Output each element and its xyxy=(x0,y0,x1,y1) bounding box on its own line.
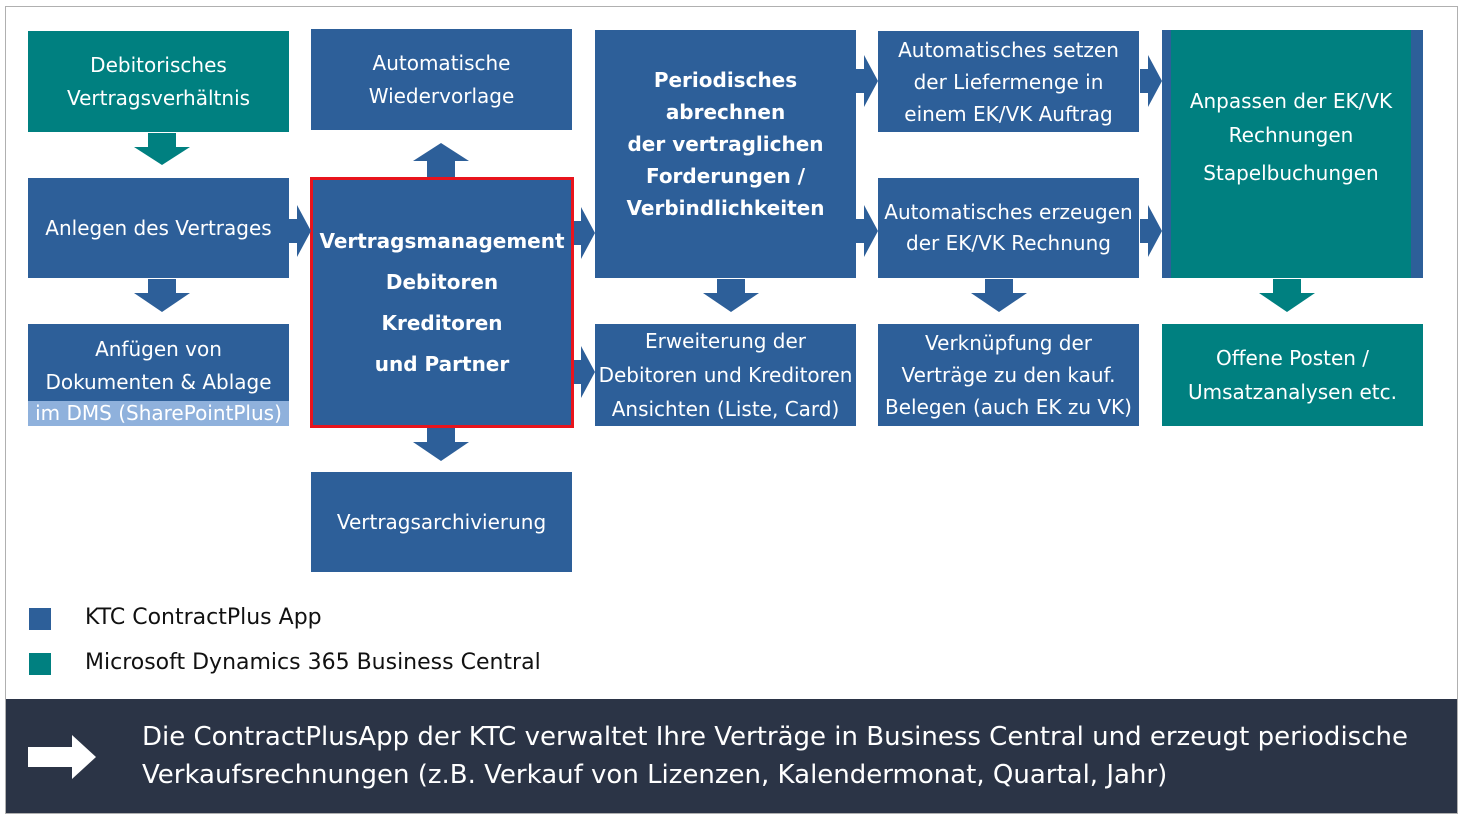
box-line: Verträge zu den kauf. xyxy=(901,363,1116,387)
box-line: Debitoren und Kreditoren xyxy=(598,363,853,387)
box-periodisches-abrechnen: Periodisches abrechnen der vertraglichen… xyxy=(595,30,856,278)
box-line: Forderungen / xyxy=(645,164,806,188)
diagram-frame xyxy=(5,6,1458,814)
arrow-down-icon xyxy=(971,279,1027,312)
box-anlegen-des-vertrages: Anlegen des Vertrages xyxy=(28,178,289,278)
box-line: Periodisches abrechnen xyxy=(653,68,798,124)
box-line: Belegen (auch EK zu VK) xyxy=(885,395,1132,419)
summary-banner xyxy=(6,699,1457,813)
arrow-right-icon xyxy=(856,205,878,257)
box-line: Vertragsverhältnis xyxy=(66,85,251,110)
arrow-right-icon xyxy=(1140,55,1162,107)
box-offene-posten: Offene Posten / Umsatzanalysen etc. xyxy=(1162,324,1423,426)
box-line: Kreditoren xyxy=(381,310,503,335)
legend-label-msd: Microsoft Dynamics 365 Business Central xyxy=(85,650,541,675)
box-vertragsmanagement: Vertragsmanagement Debitoren Kreditoren … xyxy=(310,177,574,428)
arrow-down-icon xyxy=(134,279,190,312)
box-line: Rechnungen xyxy=(1228,123,1354,147)
summary-line: Verkaufsrechnungen (z.B. Verkauf von Liz… xyxy=(142,760,1168,790)
arrow-right-icon xyxy=(574,346,595,398)
box-line: Automatisches erzeugen xyxy=(884,200,1133,224)
box-line: Wiedervorlage xyxy=(368,83,515,108)
box-line: der Liefermenge in xyxy=(913,69,1104,94)
box-line: Automatische xyxy=(372,50,511,75)
box-debitorisches-vertragsverhaeltnis: Debitorisches Vertragsverhältnis xyxy=(28,31,289,132)
box-line: Debitorisches xyxy=(90,52,227,77)
arrow-right-icon xyxy=(574,207,595,259)
box-line: Dokumenten & Ablage xyxy=(45,370,272,394)
box-line: der EK/VK Rechnung xyxy=(906,231,1111,255)
box-line: Umsatzanalysen etc. xyxy=(1188,380,1397,404)
box-line: Stapelbuchungen xyxy=(1203,161,1379,185)
arrow-down-icon xyxy=(703,279,759,312)
box-vertragsarchivierung: Vertragsarchivierung xyxy=(311,472,572,572)
arrow-right-icon xyxy=(289,205,311,257)
box-line: Anpassen der EK/VK xyxy=(1189,89,1393,113)
box-line: Verknüpfung der xyxy=(925,331,1092,355)
arrow-right-icon xyxy=(1140,205,1162,257)
box-anfuegen-dokumente: Anfügen von Dokumenten & Ablage im DMS (… xyxy=(28,324,289,426)
box-line: Vertragsarchivierung xyxy=(336,509,547,534)
legend-label-ktc: KTC ContractPlus App xyxy=(85,605,322,630)
arrow-right-icon xyxy=(856,55,878,107)
arrow-down-icon xyxy=(1259,279,1315,312)
legend-swatch-msd xyxy=(29,653,51,675)
arrow-down-icon xyxy=(134,133,190,165)
box-automatisches-erzeugen-rechnung: Automatisches erzeugen der EK/VK Rechnun… xyxy=(878,178,1139,278)
box-line: und Partner xyxy=(374,351,510,376)
arrow-up-icon xyxy=(413,143,469,177)
dms-strip: im DMS (SharePointPlus) xyxy=(28,401,289,426)
box-line: einem EK/VK Auftrag xyxy=(904,101,1113,126)
summary-text: Die ContractPlusApp der KTC verwaltet Ih… xyxy=(142,718,1432,794)
box-line: Ansichten (Liste, Card) xyxy=(611,397,840,421)
box-line: Debitoren xyxy=(385,269,499,294)
summary-line: Die ContractPlusApp der KTC verwaltet Ih… xyxy=(142,722,1408,752)
box-line: Vertragsmanagement xyxy=(319,228,565,253)
arrow-down-icon xyxy=(413,428,469,461)
arrow-right-icon xyxy=(28,735,96,779)
box-line: der vertraglichen xyxy=(627,132,824,156)
box-line: Anlegen des Vertrages xyxy=(45,215,272,240)
box-line: Anfügen von xyxy=(95,337,222,361)
box-line: Erweiterung der xyxy=(644,329,807,353)
legend-swatch-ktc xyxy=(29,608,51,630)
box-line: Verbindlichkeiten xyxy=(626,196,825,220)
box-line: Automatisches setzen xyxy=(898,37,1119,62)
box-verknuepfung-vertraege: Verknüpfung der Verträge zu den kauf. Be… xyxy=(878,324,1139,426)
box-line: Offene Posten / xyxy=(1215,346,1370,370)
box-automatische-wiedervorlage: Automatische Wiedervorlage xyxy=(311,29,572,130)
box-anpassen-rechnungen: Anpassen der EK/VK Rechnungen Stapelbuch… xyxy=(1162,30,1423,278)
box-automatisches-setzen-liefermenge: Automatisches setzen der Liefermenge in … xyxy=(878,31,1139,132)
box-erweiterung-ansichten: Erweiterung der Debitoren und Kreditoren… xyxy=(595,324,856,426)
